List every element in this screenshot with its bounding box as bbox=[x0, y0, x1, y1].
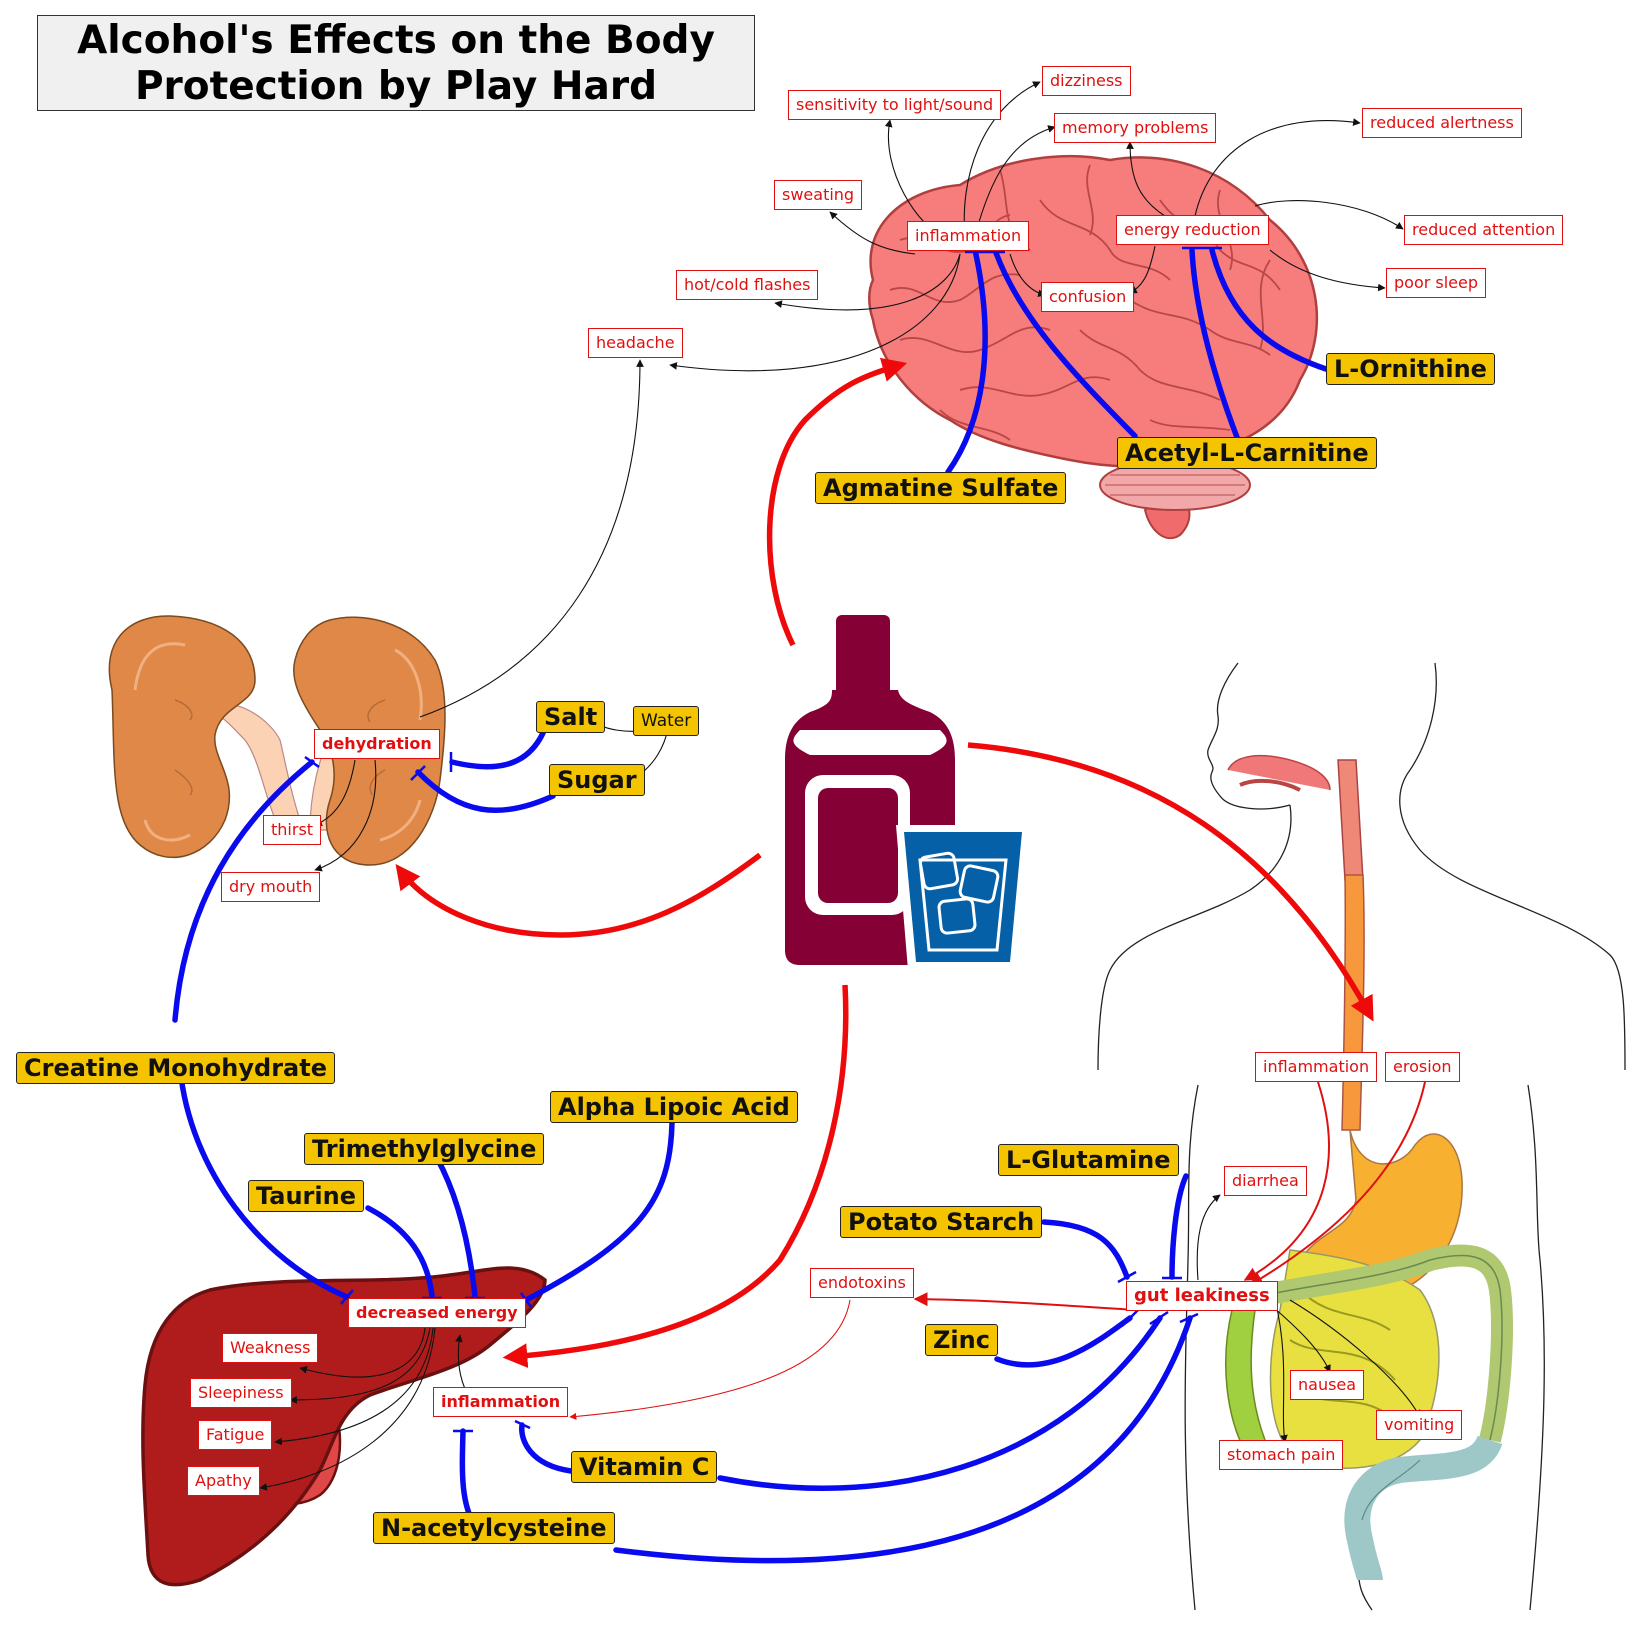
effect-thirst: thirst bbox=[263, 815, 322, 845]
supplement-potato-starch: Potato Starch bbox=[840, 1206, 1043, 1238]
effect-sensitivity: sensitivity to light/sound bbox=[788, 90, 1002, 120]
title-line-2: Protection by Play Hard bbox=[134, 64, 658, 109]
supplement-inhibition-lines bbox=[172, 247, 1329, 1564]
brain-energy-reduction: energy reduction bbox=[1116, 215, 1269, 245]
alcohol-cause-arrows bbox=[395, 357, 1374, 1368]
supplement-zinc: Zinc bbox=[925, 1324, 998, 1356]
liver-inflammation: inflammation bbox=[433, 1387, 569, 1417]
supplement-n-acetylcysteine: N-acetylcysteine bbox=[373, 1512, 615, 1544]
supplement-l-glutamine: L-Glutamine bbox=[998, 1144, 1179, 1176]
effect-sweating: sweating bbox=[774, 180, 863, 210]
endotoxins-to-inflammation-arrow bbox=[569, 1299, 851, 1420]
supplement-trimethylglycine: Trimethylglycine bbox=[304, 1133, 545, 1165]
effect-endotoxins: endotoxins bbox=[810, 1268, 914, 1298]
effect-apathy: Apathy bbox=[187, 1466, 260, 1496]
supplement-taurine: Taurine bbox=[248, 1180, 364, 1212]
effect-diarrhea: diarrhea bbox=[1224, 1166, 1307, 1196]
supplement-alpha-lipoic-acid: Alpha Lipoic Acid bbox=[550, 1091, 798, 1123]
supplement-acetyl-l-carnitine: Acetyl-L-Carnitine bbox=[1117, 437, 1377, 469]
supplement-agmatine-sulfate: Agmatine Sulfate bbox=[815, 472, 1067, 504]
effect-reduced-alertness: reduced alertness bbox=[1362, 108, 1522, 138]
effect-headache: headache bbox=[588, 328, 683, 358]
supplement-salt: Salt bbox=[536, 701, 606, 733]
effect-weakness: Weakness bbox=[222, 1333, 319, 1363]
effect-sleepiness: Sleepiness bbox=[190, 1378, 292, 1408]
effect-memory-problems: memory problems bbox=[1054, 113, 1217, 143]
liver-decreased-energy: decreased energy bbox=[348, 1298, 526, 1328]
effect-nausea: nausea bbox=[1290, 1370, 1365, 1400]
effect-fatigue: Fatigue bbox=[198, 1420, 273, 1450]
ice-glass-icon bbox=[896, 825, 1030, 970]
gut-effect-arrows bbox=[913, 1081, 1426, 1311]
effect-vomiting: vomiting bbox=[1376, 1410, 1463, 1440]
gut-inflammation: inflammation bbox=[1255, 1052, 1378, 1082]
effect-poor-sleep: poor sleep bbox=[1386, 268, 1487, 298]
kidney-dehydration: dehydration bbox=[314, 729, 440, 759]
supplement-water: Water bbox=[633, 706, 700, 736]
gut-leakiness: gut leakiness bbox=[1126, 1281, 1278, 1311]
effect-reduced-attention: reduced attention bbox=[1404, 215, 1564, 245]
supplement-sugar: Sugar bbox=[549, 764, 645, 796]
effect-stomach-pain: stomach pain bbox=[1219, 1440, 1344, 1470]
brain-inflammation: inflammation bbox=[907, 221, 1030, 251]
supplement-l-ornithine: L-Ornithine bbox=[1326, 353, 1495, 385]
effect-dry-mouth: dry mouth bbox=[221, 872, 321, 902]
effect-dizziness: dizziness bbox=[1042, 66, 1131, 96]
supplement-vitamin-c: Vitamin C bbox=[571, 1451, 718, 1483]
effect-confusion: confusion bbox=[1041, 282, 1135, 312]
effect-hot-cold-flashes: hot/cold flashes bbox=[676, 270, 819, 300]
title-line-1: Alcohol's Effects on the Body bbox=[77, 18, 715, 63]
gut-erosion: erosion bbox=[1385, 1052, 1460, 1082]
supplement-creatine-monohydrate: Creatine Monohydrate bbox=[16, 1052, 335, 1084]
diagram-title: Alcohol's Effects on the Body Protection… bbox=[37, 15, 755, 111]
